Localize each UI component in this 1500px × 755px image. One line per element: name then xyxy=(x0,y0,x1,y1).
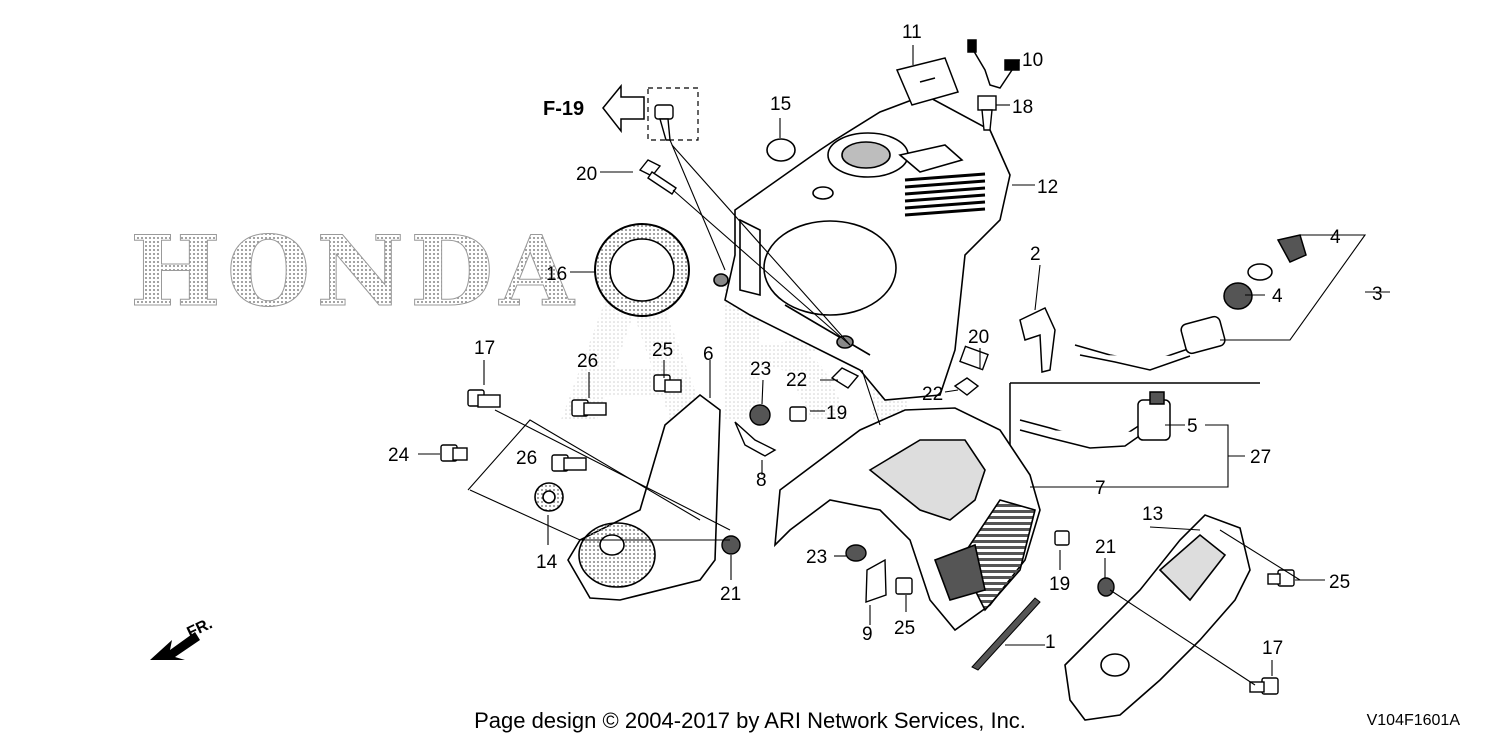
callout-3: 3 xyxy=(1372,284,1383,305)
callout-5: 5 xyxy=(1187,416,1198,437)
right-cover xyxy=(1064,514,1251,721)
callout-12: 12 xyxy=(1037,177,1058,198)
ring-part xyxy=(594,223,690,317)
wire-part xyxy=(967,39,1020,89)
small-parts xyxy=(721,367,1115,603)
callout-25c: 25 xyxy=(1329,572,1350,593)
callout-22a: 22 xyxy=(786,370,807,391)
reference-label: F-19 xyxy=(543,98,584,120)
leader-lines xyxy=(418,45,1390,686)
left-plate xyxy=(534,393,721,601)
callout-26a: 26 xyxy=(577,351,598,372)
callout-19b: 19 xyxy=(1049,574,1070,595)
front-label: FR. xyxy=(185,615,216,641)
callout-10: 10 xyxy=(1022,50,1043,71)
callout-1: 1 xyxy=(1045,632,1056,653)
callout-23b: 23 xyxy=(806,547,827,568)
watermark-text: HONDA xyxy=(130,215,580,328)
callout-25b: 25 xyxy=(894,618,915,639)
callout-2: 2 xyxy=(1030,244,1041,265)
socket-part xyxy=(1009,382,1260,470)
callout-20a: 20 xyxy=(576,164,597,185)
callout-22b: 22 xyxy=(922,384,943,405)
front-arrow: FR. xyxy=(150,615,215,660)
callout-4a: 4 xyxy=(1330,227,1341,248)
copyright-footer: Page design © 2004-2017 by ARI Network S… xyxy=(474,708,1026,733)
socket-assembly xyxy=(1074,234,1307,371)
upper-shroud xyxy=(713,94,1011,401)
callout-11: 11 xyxy=(902,22,922,43)
lower-shroud xyxy=(774,407,1041,632)
callout-16: 16 xyxy=(546,264,567,285)
callout-18: 18 xyxy=(1012,97,1033,118)
callout-19a: 19 xyxy=(826,403,847,424)
callout-17b: 17 xyxy=(1262,638,1283,659)
callout-21a: 21 xyxy=(720,584,741,605)
callout-20b: 20 xyxy=(968,327,989,348)
cap-part xyxy=(766,138,796,162)
callout-23a: 23 xyxy=(750,359,771,380)
left-bolts xyxy=(440,374,1295,695)
callouts: 1 2 3 4 4 5 6 7 8 9 10 11 12 13 14 15 16… xyxy=(388,22,1383,659)
callout-6: 6 xyxy=(703,344,714,365)
callout-17a: 17 xyxy=(474,338,495,359)
callout-15: 15 xyxy=(770,94,791,115)
callout-21b: 21 xyxy=(1095,537,1116,558)
callout-26b: 26 xyxy=(516,448,537,469)
callout-8: 8 xyxy=(756,470,767,491)
callout-14: 14 xyxy=(536,552,558,573)
strip-part xyxy=(971,597,1041,671)
clip-part xyxy=(1019,306,1056,373)
lid-part xyxy=(895,57,959,106)
callout-13: 13 xyxy=(1142,504,1163,525)
callout-9: 9 xyxy=(862,624,873,645)
callout-24: 24 xyxy=(388,445,410,466)
callout-27: 27 xyxy=(1250,447,1271,468)
bolt-parts xyxy=(638,95,997,371)
diagram-code: V104F1601A xyxy=(1366,712,1460,729)
inset-frame xyxy=(647,87,699,141)
callout-7: 7 xyxy=(1095,478,1106,499)
reference-arrow: F-19 xyxy=(543,83,645,134)
callout-25a: 25 xyxy=(652,340,673,361)
callout-4b: 4 xyxy=(1272,286,1283,307)
